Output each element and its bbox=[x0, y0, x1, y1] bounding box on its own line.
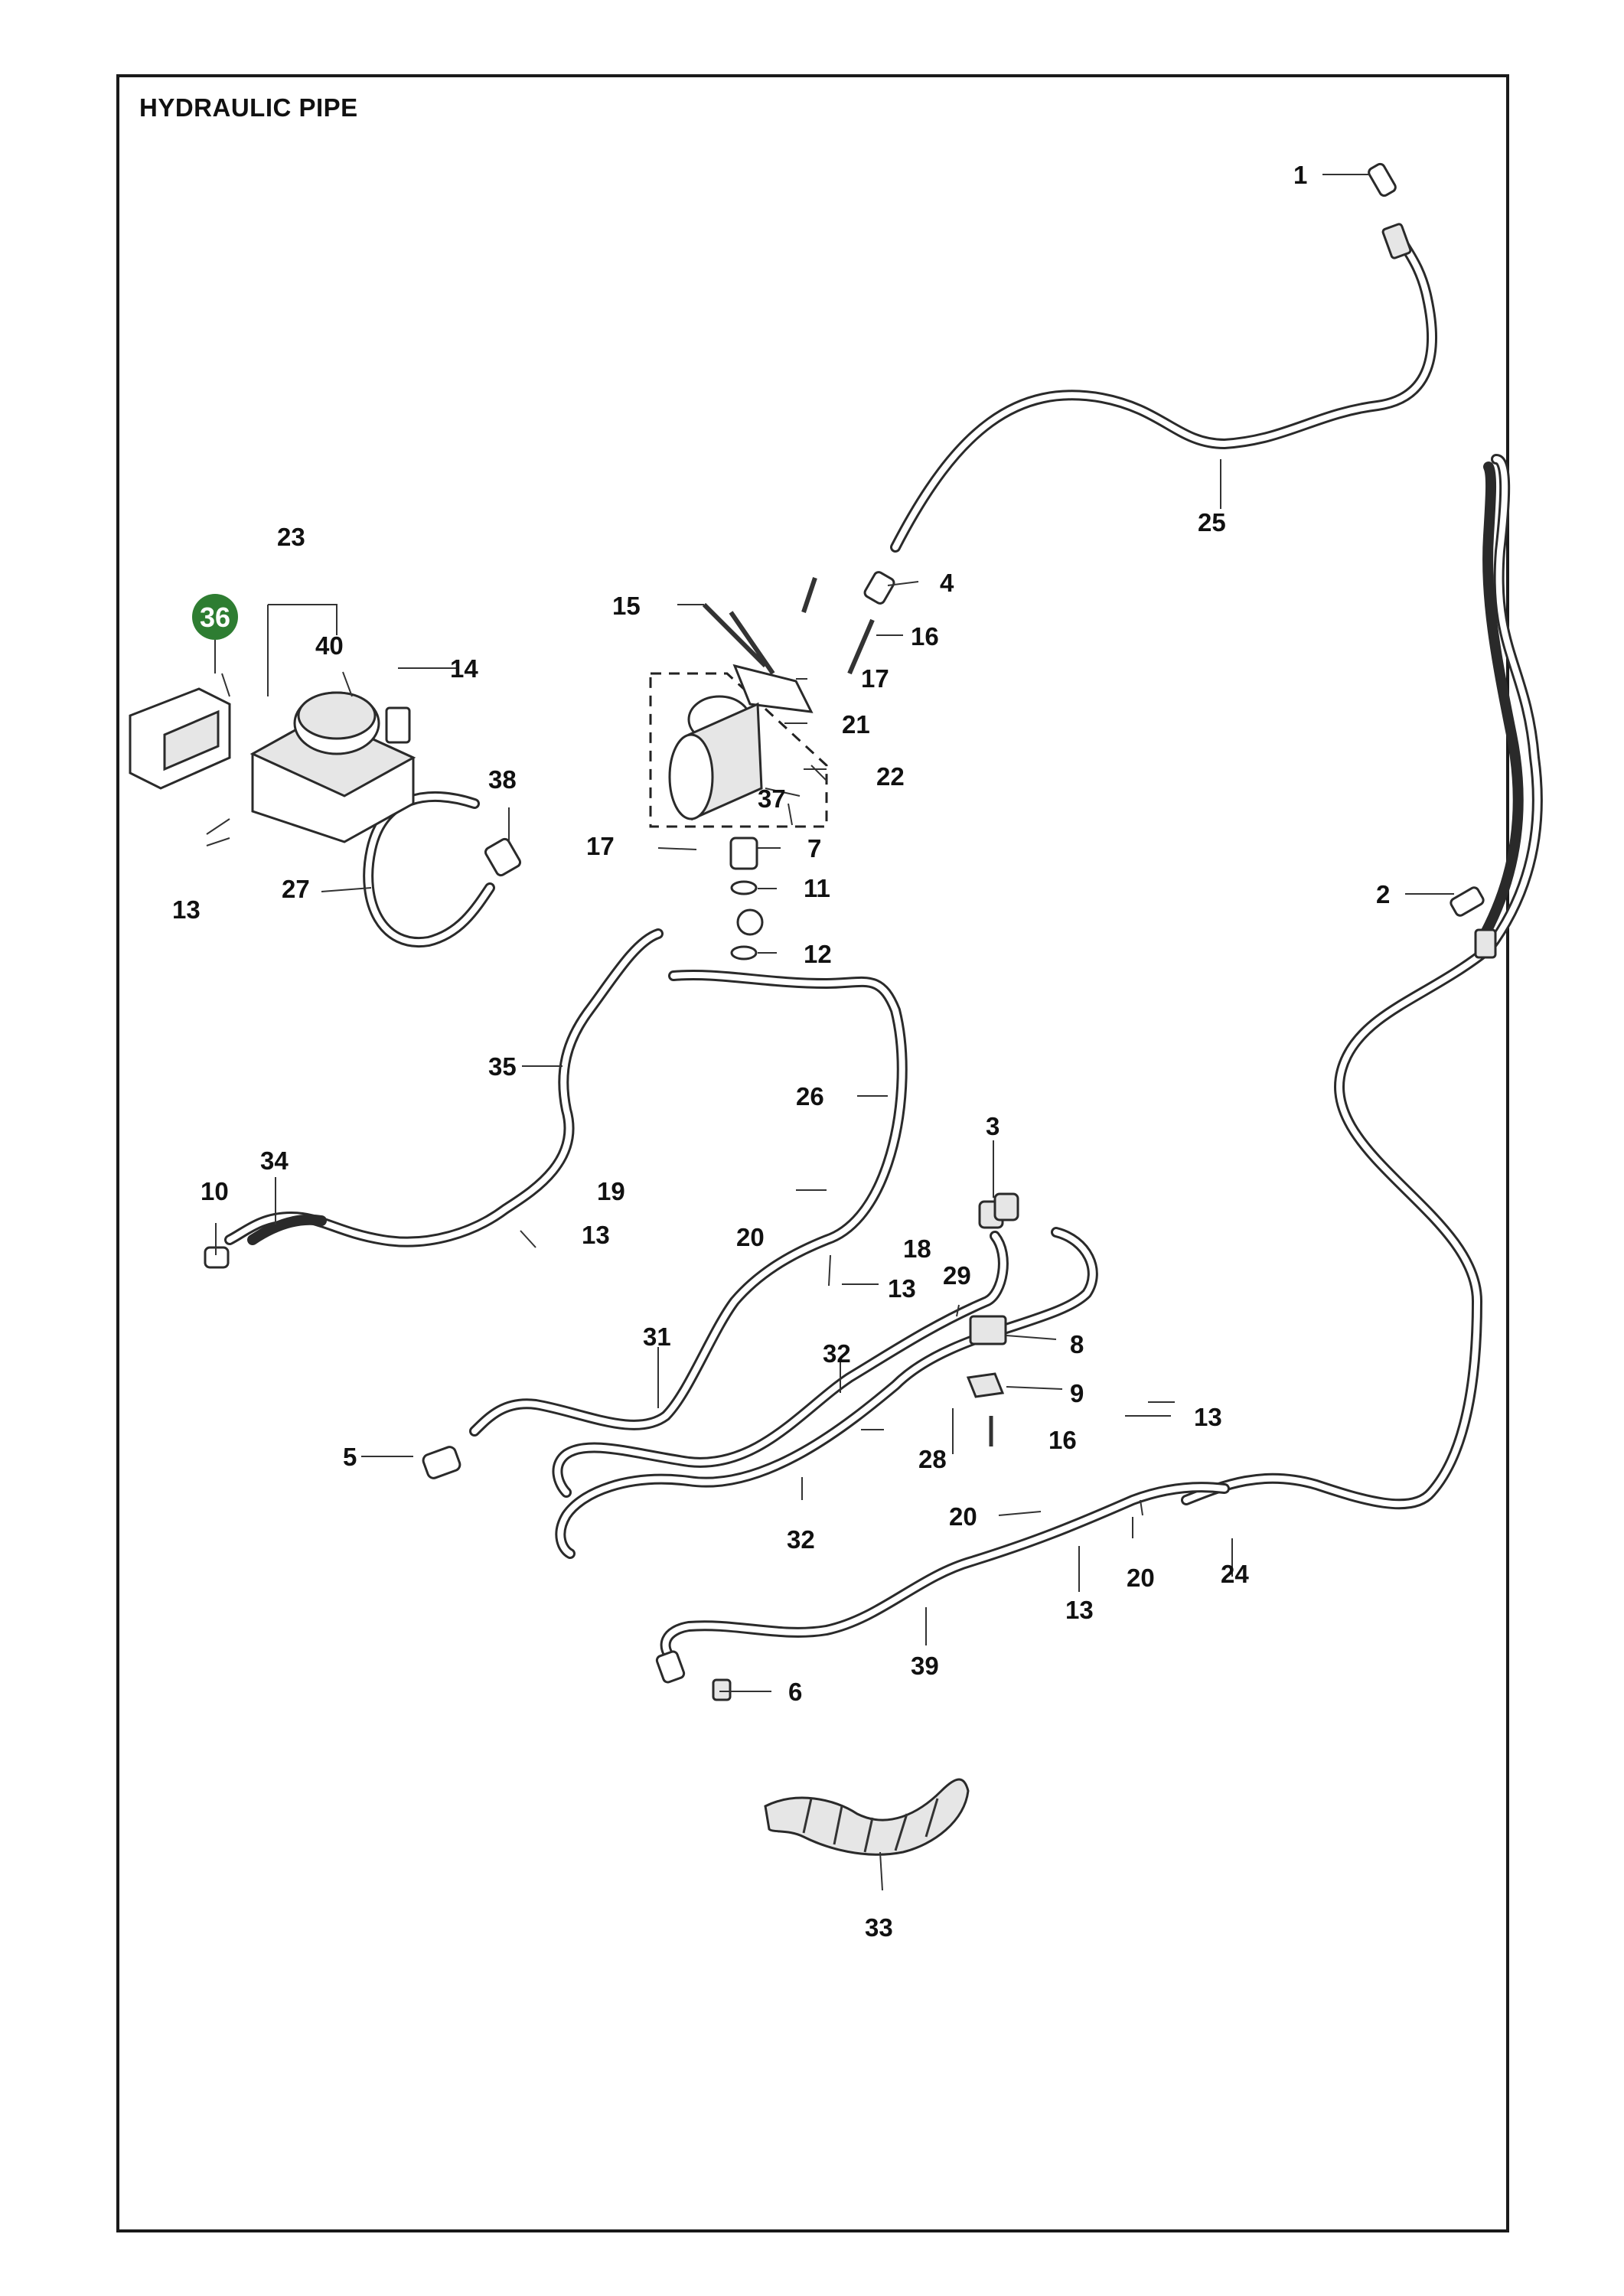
fitting-5 bbox=[422, 1446, 461, 1479]
label-3[interactable]: 3 bbox=[986, 1112, 1000, 1140]
label-15[interactable]: 15 bbox=[612, 592, 641, 620]
hose-33 bbox=[764, 1778, 970, 1856]
pipe-24-main bbox=[1476, 461, 1524, 947]
label-34[interactable]: 34 bbox=[260, 1146, 289, 1175]
label-12[interactable]: 12 bbox=[804, 940, 832, 968]
label-25[interactable]: 25 bbox=[1198, 508, 1226, 536]
label-11[interactable]: 11 bbox=[804, 874, 830, 902]
label-32b[interactable]: 32 bbox=[787, 1525, 815, 1554]
label-38[interactable]: 38 bbox=[488, 765, 517, 794]
fitting-4 bbox=[863, 571, 895, 605]
label-18[interactable]: 18 bbox=[903, 1234, 931, 1263]
label-29[interactable]: 29 bbox=[943, 1261, 971, 1290]
clamp-8-9 bbox=[966, 1315, 1007, 1446]
label-10[interactable]: 10 bbox=[201, 1177, 229, 1205]
pipe-24 bbox=[1181, 454, 1543, 1510]
label-13a[interactable]: 13 bbox=[172, 895, 201, 924]
label-36: 36 bbox=[200, 602, 230, 633]
label-20a[interactable]: 20 bbox=[736, 1223, 765, 1251]
label-23[interactable]: 23 bbox=[277, 523, 305, 551]
fitting-1 bbox=[1368, 162, 1412, 259]
label-33[interactable]: 33 bbox=[865, 1913, 893, 1942]
label-28[interactable]: 28 bbox=[918, 1445, 947, 1473]
label-19[interactable]: 19 bbox=[597, 1177, 625, 1205]
leader-lines bbox=[206, 174, 1454, 1891]
page-title: HYDRAULIC PIPE bbox=[139, 93, 358, 122]
label-39[interactable]: 39 bbox=[911, 1652, 939, 1680]
label-31[interactable]: 31 bbox=[643, 1322, 671, 1351]
label-27[interactable]: 27 bbox=[282, 875, 310, 903]
fitting-6 bbox=[655, 1650, 732, 1701]
label-13d[interactable]: 13 bbox=[1194, 1403, 1222, 1431]
filter-36 bbox=[129, 687, 231, 790]
fitting-2 bbox=[1450, 886, 1497, 959]
pipe-29-28-32 bbox=[552, 1227, 1098, 1559]
label-20b[interactable]: 20 bbox=[949, 1502, 977, 1531]
label-17a[interactable]: 17 bbox=[861, 664, 889, 693]
fitting-7-11-12 bbox=[729, 837, 764, 960]
label-32a[interactable]: 32 bbox=[823, 1339, 851, 1368]
fitting-38 bbox=[484, 837, 522, 877]
label-2[interactable]: 2 bbox=[1376, 880, 1390, 908]
highlight-badge bbox=[192, 594, 238, 640]
label-1[interactable]: 1 bbox=[1293, 161, 1307, 189]
label-17b[interactable]: 17 bbox=[586, 832, 615, 860]
label-14[interactable]: 14 bbox=[450, 654, 478, 683]
fitting-3 bbox=[978, 1192, 1019, 1229]
bolts-15-16 bbox=[702, 577, 875, 675]
label-20c[interactable]: 20 bbox=[1127, 1564, 1155, 1592]
label-35[interactable]: 35 bbox=[488, 1052, 517, 1081]
cylinder-assembly-22 bbox=[649, 664, 828, 828]
label-7[interactable]: 7 bbox=[807, 834, 821, 863]
label-13e[interactable]: 13 bbox=[1065, 1596, 1094, 1624]
label-9[interactable]: 9 bbox=[1070, 1379, 1084, 1407]
pipe-26 bbox=[469, 969, 908, 1437]
label-37[interactable]: 37 bbox=[758, 784, 786, 813]
diagram-frame bbox=[116, 74, 1509, 2232]
label-40[interactable]: 40 bbox=[315, 631, 344, 660]
label-13c[interactable]: 13 bbox=[888, 1274, 916, 1303]
pipe-35 bbox=[224, 928, 664, 1247]
label-24[interactable]: 24 bbox=[1221, 1560, 1249, 1588]
label-22[interactable]: 22 bbox=[876, 762, 905, 791]
label-6[interactable]: 6 bbox=[788, 1678, 802, 1706]
label-16a[interactable]: 16 bbox=[911, 622, 939, 651]
highlight-callout-36[interactable]: 36 bbox=[192, 594, 238, 673]
label-5[interactable]: 5 bbox=[343, 1443, 357, 1471]
label-16b[interactable]: 16 bbox=[1048, 1426, 1077, 1454]
label-21[interactable]: 21 bbox=[842, 710, 870, 739]
label-8[interactable]: 8 bbox=[1070, 1330, 1084, 1358]
pipe-39 bbox=[660, 1482, 1230, 1666]
pump-assembly-23 bbox=[249, 691, 416, 843]
label-13b[interactable]: 13 bbox=[582, 1221, 610, 1249]
part-labels: 1 25 4 15 16 17 21 22 37 17 7 11 12 23 4… bbox=[172, 161, 1390, 1942]
label-26[interactable]: 26 bbox=[796, 1082, 824, 1110]
pipe-25 bbox=[890, 224, 1438, 553]
label-4[interactable]: 4 bbox=[940, 569, 954, 597]
